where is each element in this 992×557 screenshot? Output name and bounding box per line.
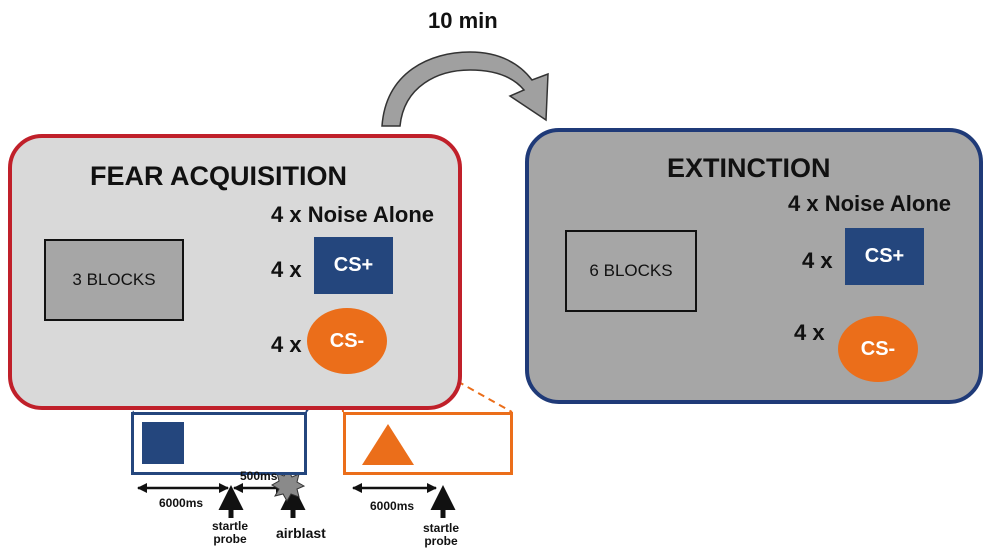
acquisition-noise-label: 4 x Noise Alone <box>271 202 435 227</box>
acquisition-csplus-square: CS+ <box>314 237 393 294</box>
csplus-probe-label: startle probe <box>212 519 249 546</box>
acquisition-csplus-label: CS+ <box>333 254 374 276</box>
csminus-duration-label: 6000ms <box>370 499 415 513</box>
csminus-trial-box <box>343 412 513 475</box>
extinction-csplus-square: CS+ <box>845 228 924 285</box>
extinction-blocks-box: 6 BLOCKS <box>565 230 697 312</box>
acquisition-title: FEAR ACQUISITION <box>90 161 348 191</box>
interval-label: 10 min <box>428 8 498 33</box>
csplus-gap-label: 500ms <box>240 469 278 483</box>
airblast-burst-icon <box>270 469 306 503</box>
extinction-blocks-label: 6 BLOCKS <box>589 261 673 280</box>
extinction-csplus-label: CS+ <box>864 245 905 267</box>
acquisition-csminus-count: 4 x <box>271 332 302 357</box>
extinction-csminus-circle: CS- <box>838 316 918 382</box>
extinction-title: EXTINCTION <box>667 153 831 183</box>
extinction-csminus-label: CS- <box>860 337 896 360</box>
csplus-stimulus-square <box>142 422 184 464</box>
transition-arrow <box>381 51 549 127</box>
acquisition-csplus-count: 4 x <box>271 257 302 282</box>
extinction-csplus-count: 4 x <box>802 248 833 273</box>
airblast-label: airblast <box>276 525 326 541</box>
csminus-stimulus-triangle <box>362 424 414 465</box>
extinction-csminus-count: 4 x <box>794 320 825 345</box>
acquisition-csminus-label: CS- <box>329 329 365 352</box>
extinction-noise-label: 4 x Noise Alone <box>788 191 952 216</box>
csminus-probe-label: startle probe <box>423 521 460 548</box>
acquisition-csminus-circle: CS- <box>307 308 387 374</box>
acquisition-blocks-box: 3 BLOCKS <box>44 239 184 321</box>
csplus-duration-label: 6000ms <box>159 496 204 510</box>
csplus-trial-box <box>131 412 307 475</box>
acquisition-blocks-label: 3 BLOCKS <box>72 270 156 289</box>
